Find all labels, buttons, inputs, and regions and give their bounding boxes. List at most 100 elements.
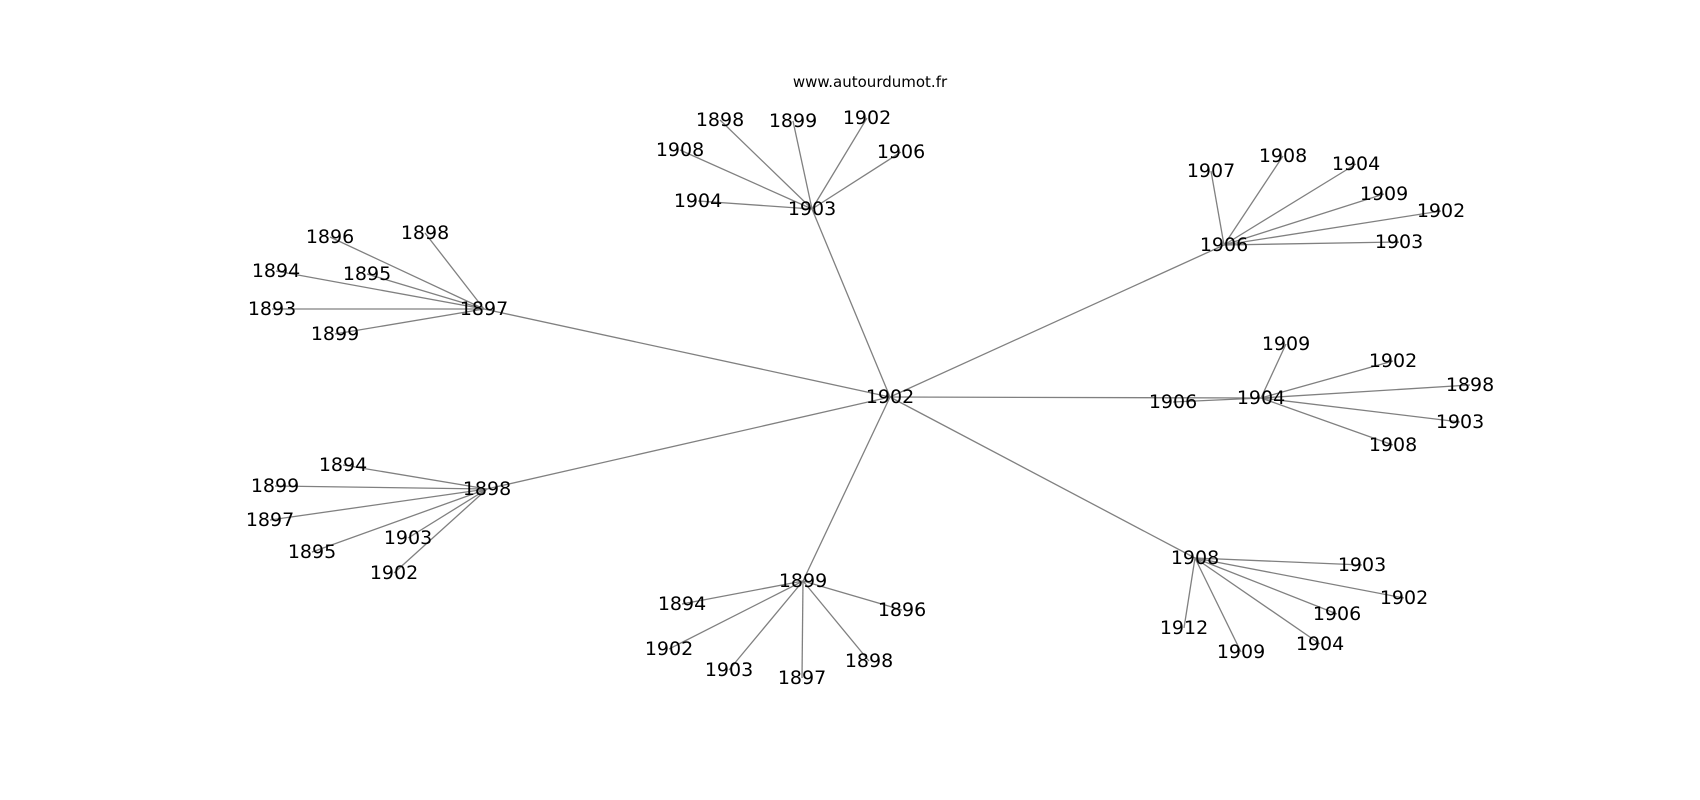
edge-hub-5-leaf-2	[668, 580, 804, 650]
edge-hub-1-leaf-3	[679, 149, 813, 210]
leaf-node-0-1: 1898	[401, 222, 449, 244]
edge-center-hub-0	[483, 308, 891, 398]
leaf-node-1-2: 1902	[843, 107, 891, 129]
leaf-node-5-2: 1902	[645, 638, 693, 660]
edge-hub-3-leaf-2	[1260, 384, 1471, 399]
edge-hub-3-leaf-4	[1260, 397, 1461, 423]
leaf-node-5-1: 1896	[878, 599, 926, 621]
edge-hub-2-leaf-5	[1223, 241, 1400, 246]
edge-hub-1-leaf-5	[697, 200, 813, 210]
edge-hub-5-leaf-0	[681, 580, 804, 605]
leaf-node-3-0: 1909	[1262, 333, 1310, 355]
leaf-node-6-5: 1902	[370, 562, 418, 584]
edge-hub-6-leaf-2	[269, 488, 488, 521]
edge-hub-4-leaf-2	[1194, 557, 1338, 615]
edge-hub-5-leaf-3	[728, 580, 804, 671]
hub-node-5: 1899	[779, 570, 827, 592]
edge-hub-2-leaf-0	[1210, 170, 1225, 246]
edge-hub-1-leaf-1	[792, 120, 813, 210]
leaf-node-3-2: 1898	[1446, 374, 1494, 396]
leaf-node-0-2: 1894	[252, 260, 300, 282]
edge-center-hub-4	[889, 396, 1196, 559]
hub-node-6: 1898	[463, 478, 511, 500]
edge-center-hub-2	[889, 244, 1225, 398]
leaf-node-4-0: 1903	[1338, 554, 1386, 576]
edge-hub-6-leaf-0	[342, 464, 488, 490]
leaf-node-6-3: 1903	[384, 527, 432, 549]
leaf-node-0-4: 1893	[248, 298, 296, 320]
leaf-node-2-2: 1904	[1332, 153, 1380, 175]
leaf-node-1-5: 1904	[674, 190, 722, 212]
edge-hub-3-leaf-3	[1172, 397, 1262, 403]
hub-node-4: 1908	[1171, 547, 1219, 569]
edge-hub-2-leaf-1	[1223, 155, 1284, 246]
nodes: 1902 1897 1896 1898 1894 1895 1893 1899 1903 1898…	[246, 107, 1494, 689]
edge-hub-5-leaf-5	[802, 580, 870, 662]
leaf-node-6-0: 1894	[319, 454, 367, 476]
edge-hub-2-leaf-3	[1223, 193, 1385, 246]
edge-hub-1-leaf-4	[811, 151, 902, 210]
leaf-node-3-4: 1903	[1436, 411, 1484, 433]
edge-hub-5-leaf-4	[801, 580, 804, 679]
edge-hub-5-leaf-1	[802, 580, 903, 611]
leaf-node-4-3: 1904	[1296, 633, 1344, 655]
edge-hub-4-leaf-5	[1183, 557, 1196, 629]
leaf-node-3-3: 1906	[1149, 391, 1197, 413]
edge-hub-3-leaf-0	[1260, 343, 1287, 399]
leaf-node-2-1: 1908	[1259, 145, 1307, 167]
edge-center-hub-1	[811, 208, 891, 398]
hub-node-1: 1903	[788, 198, 836, 220]
edge-hub-6-leaf-1	[274, 485, 488, 490]
edge-hub-6-leaf-5	[393, 488, 488, 574]
leaf-node-4-5: 1912	[1160, 617, 1208, 639]
edge-hub-0-leaf-5	[334, 308, 485, 335]
watermark-text: www.autourdumot.fr	[793, 73, 948, 91]
leaf-node-1-3: 1908	[656, 139, 704, 161]
edge-hub-0-leaf-1	[424, 232, 485, 310]
leaf-node-4-1: 1902	[1380, 587, 1428, 609]
leaf-node-2-0: 1907	[1187, 160, 1235, 182]
leaf-node-3-5: 1908	[1369, 434, 1417, 456]
leaf-node-6-1: 1899	[251, 475, 299, 497]
edges	[269, 117, 1471, 679]
leaf-node-1-1: 1899	[769, 110, 817, 132]
leaf-node-4-2: 1906	[1313, 603, 1361, 625]
leaf-node-2-5: 1903	[1375, 231, 1423, 253]
leaf-node-1-0: 1898	[696, 109, 744, 131]
leaf-node-5-0: 1894	[658, 593, 706, 615]
leaf-node-6-4: 1895	[288, 541, 336, 563]
leaf-node-2-4: 1902	[1417, 200, 1465, 222]
edge-hub-2-leaf-2	[1223, 163, 1357, 246]
leaf-node-0-3: 1895	[343, 263, 391, 285]
edge-hub-2-leaf-4	[1223, 210, 1442, 246]
leaf-node-4-4: 1909	[1217, 641, 1265, 663]
leaf-node-3-1: 1902	[1369, 350, 1417, 372]
hub-node-2: 1906	[1200, 234, 1248, 256]
edge-hub-3-leaf-1	[1260, 360, 1394, 399]
leaf-node-2-3: 1909	[1360, 183, 1408, 205]
edge-hub-4-leaf-4	[1194, 557, 1242, 653]
edge-hub-1-leaf-2	[811, 117, 868, 210]
edge-hub-6-leaf-3	[407, 488, 488, 539]
leaf-node-5-5: 1898	[845, 650, 893, 672]
edge-center-hub-5	[802, 396, 891, 582]
edge-hub-0-leaf-2	[275, 270, 485, 310]
leaf-node-1-4: 1906	[877, 141, 925, 163]
edge-hub-4-leaf-3	[1194, 557, 1321, 645]
center-node: 1902	[866, 386, 914, 408]
leaf-node-5-3: 1903	[705, 659, 753, 681]
edge-hub-0-leaf-3	[366, 273, 485, 310]
leaf-node-0-0: 1896	[306, 226, 354, 248]
edge-hub-3-leaf-5	[1260, 397, 1394, 446]
leaf-node-0-5: 1899	[311, 323, 359, 345]
hub-node-3: 1904	[1237, 387, 1285, 409]
hub-node-0: 1897	[460, 298, 508, 320]
edge-hub-6-leaf-4	[311, 488, 488, 553]
edge-center-hub-6	[486, 396, 891, 490]
edge-center-hub-3	[889, 396, 1262, 399]
edge-hub-4-leaf-0	[1194, 557, 1363, 566]
leaf-node-5-4: 1897	[778, 667, 826, 689]
edge-hub-4-leaf-1	[1194, 557, 1405, 599]
leaf-node-6-2: 1897	[246, 509, 294, 531]
